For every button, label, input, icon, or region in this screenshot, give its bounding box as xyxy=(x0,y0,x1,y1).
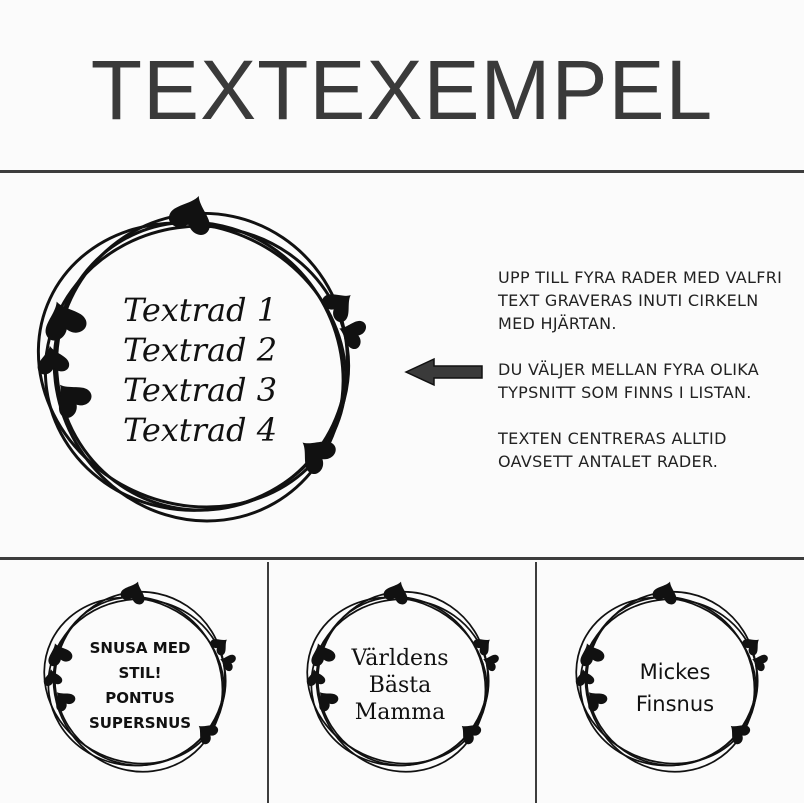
example-3-line-2: Finsnus xyxy=(635,692,715,716)
arrow-left-icon xyxy=(404,357,483,387)
example-2-line-3: Mamma xyxy=(354,700,446,725)
example-2-line-2: Bästa xyxy=(368,673,432,698)
example-1-line-1: SNUSA MED xyxy=(89,639,191,657)
text-line-4: Textrad 4 xyxy=(122,411,278,449)
page-title: TEXTEXEMPEL xyxy=(90,43,714,137)
main-heart-wreath-icon xyxy=(36,196,367,523)
info-paragraph-2: DU VÄLJER MELLAN FYRA OLIKA TYPSNITT SOM… xyxy=(498,360,759,402)
text-line-1: Textrad 1 xyxy=(122,291,278,329)
example-3-heart-wreath-icon xyxy=(575,581,768,773)
bottom-divider xyxy=(0,557,804,560)
info-text: UPP TILL FYRA RADER MED VALFRI TEXT GRAV… xyxy=(498,266,798,496)
main-example-text: Textrad 1 Textrad 2 Textrad 3 Textrad 4 xyxy=(90,290,310,450)
example-2-heart-wreath-icon xyxy=(306,581,499,773)
example-1-line-4: SUPERSNUS xyxy=(88,714,192,732)
example-2-text: Världens Bästa Mamma xyxy=(320,645,480,726)
example-1-line-3: PONTUS xyxy=(105,689,175,707)
info-paragraph-3: TEXTEN CENTRERAS ALLTID OAVSETT ANTALET … xyxy=(498,429,727,471)
example-3-line-1: Mickes xyxy=(639,660,711,684)
info-paragraph-1: UPP TILL FYRA RADER MED VALFRI TEXT GRAV… xyxy=(498,268,783,333)
text-line-3: Textrad 3 xyxy=(122,371,278,409)
example-1-text: SNUSA MED STIL! PONTUS SUPERSNUS xyxy=(60,636,220,736)
example-2-line-1: Världens xyxy=(351,646,449,671)
example-1-heart-wreath-icon xyxy=(43,581,236,773)
example-3-text: Mickes Finsnus xyxy=(595,656,755,720)
top-divider xyxy=(0,170,804,173)
example-1-line-2: STIL! xyxy=(118,664,162,682)
text-line-2: Textrad 2 xyxy=(122,331,278,369)
column-divider-1 xyxy=(267,562,269,803)
column-divider-2 xyxy=(535,562,537,803)
